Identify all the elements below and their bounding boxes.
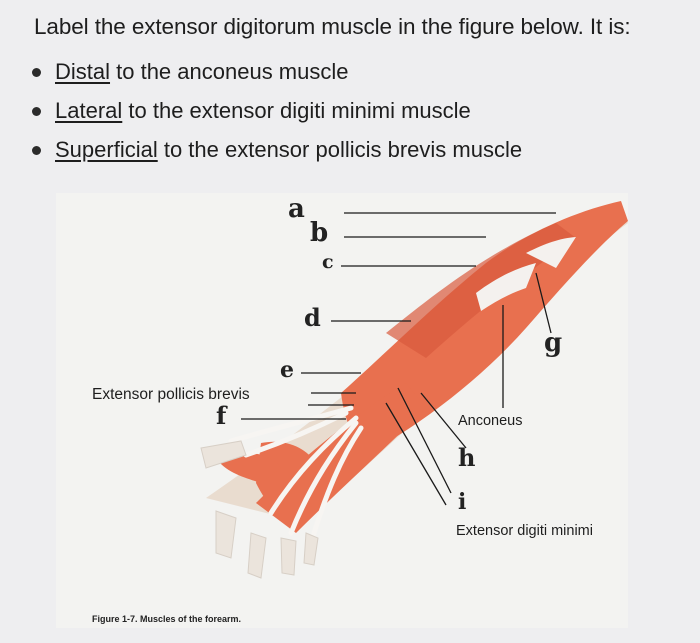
- hint-text: to the extensor digiti minimi muscle: [122, 98, 471, 123]
- finger-tendons: [228, 405, 364, 546]
- wrist-muscle: [216, 452, 281, 483]
- label-extensor-digiti-minimi: Extensor digiti minimi: [456, 523, 593, 539]
- bullet-icon: [32, 146, 41, 155]
- hint-item-lateral: Lateral to the extensor digiti minimi mu…: [32, 97, 672, 136]
- elbow-tendon: [526, 237, 576, 268]
- hint-item-distal: Distal to the anconeus muscle: [32, 58, 672, 97]
- hint-term: Lateral: [55, 98, 123, 123]
- elbow-tendon: [476, 263, 536, 311]
- label-anconeus: Anconeus: [458, 413, 523, 429]
- label-letter-d: d: [304, 303, 321, 332]
- hint-item-superficial: Superficial to the extensor pollicis bre…: [32, 136, 672, 175]
- hint-term: Distal: [55, 59, 111, 84]
- label-letter-c: c: [322, 251, 334, 273]
- label-extensor-pollicis-brevis: Extensor pollicis brevis: [92, 386, 250, 403]
- leader-lines: [241, 212, 556, 506]
- label-letter-f: f: [216, 401, 227, 430]
- finger-bones: [200, 440, 319, 579]
- forearm-illustration: [200, 201, 628, 579]
- label-letter-g: g: [544, 328, 563, 358]
- hint-text: to the extensor pollicis brevis muscle: [157, 137, 523, 162]
- label-letter-b: b: [310, 218, 329, 248]
- forearm-figure: a b c d e f g h i Extensor pollicis brev…: [56, 193, 628, 628]
- hint-list: Distal to the anconeus muscle Lateral to…: [32, 58, 672, 175]
- question-text: Label the extensor digitorum muscle in t…: [34, 14, 631, 39]
- label-letter-h: h: [458, 443, 476, 472]
- label-letter-a: a: [288, 194, 305, 224]
- figure-caption: Figure 1-7. Muscles of the forearm.: [92, 614, 242, 624]
- hint-text: to the anconeus muscle: [110, 59, 349, 84]
- label-letter-e: e: [280, 357, 294, 383]
- label-letter-i: i: [458, 489, 467, 515]
- hint-term: Superficial: [55, 137, 158, 162]
- bullet-icon: [32, 107, 41, 116]
- bullet-icon: [32, 68, 41, 77]
